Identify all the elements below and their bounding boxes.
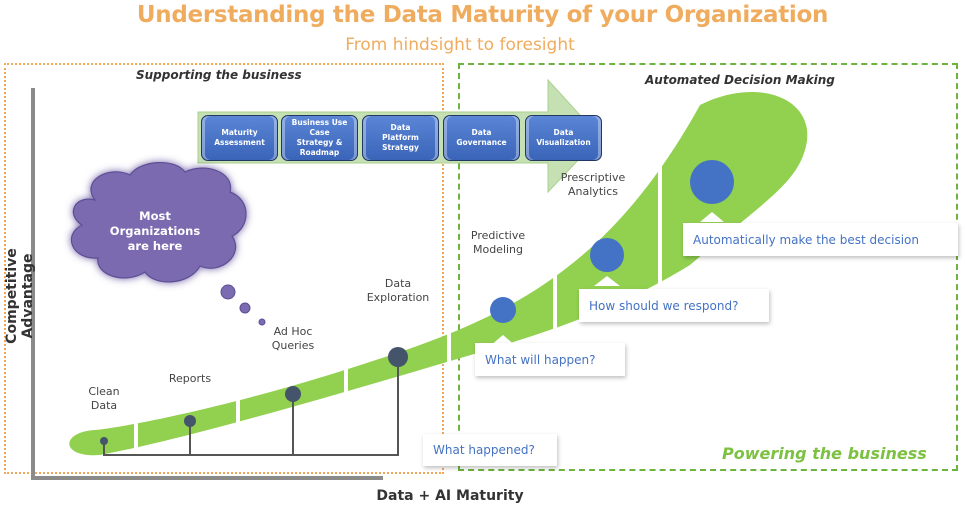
callout-automatically-decide: Automatically make the best decision	[683, 223, 958, 256]
callout-how-should-we-respond: How should we respond?	[579, 289, 769, 322]
stage-label-clean-data: Clean Data	[88, 385, 120, 412]
y-axis-label: Competitive Advantage	[4, 248, 36, 344]
callout-pointer	[594, 276, 620, 286]
step-data-platform-strategy: Data Platform Strategy	[362, 115, 439, 161]
thought-bubble-large	[220, 284, 236, 300]
stage-dot-clean-data	[100, 437, 108, 445]
zone-right-label: Automated Decision Making	[645, 73, 835, 87]
stage-dot-exploration	[388, 347, 408, 367]
stage-dot-ad-hoc	[285, 386, 301, 402]
stage-label-data-exploration: Data Exploration	[366, 277, 430, 304]
callout-what-will-happen: What will happen?	[475, 343, 625, 376]
stage-dot-predictive	[490, 297, 516, 323]
powering-business-label: Powering the business	[722, 444, 927, 463]
stage-label-reports: Reports	[168, 372, 212, 385]
thought-bubble-medium	[239, 302, 251, 314]
cloud-shape	[70, 161, 247, 283]
zone-left-label: Supporting the business	[136, 68, 302, 82]
thought-bubble-small	[258, 318, 266, 326]
x-axis-label: Data + AI Maturity	[376, 488, 524, 504]
stage-dot-automated	[690, 160, 734, 204]
zone-supporting-business	[4, 63, 444, 474]
cloud-text: Most Organizations are here	[109, 209, 201, 253]
step-data-visualization: Data Visualization	[525, 115, 602, 161]
y-axis	[31, 88, 35, 480]
curve-separators	[134, 150, 662, 450]
callout-what-happened: What happened?	[423, 434, 557, 466]
step-maturity-assessment: Maturity Assessment	[201, 115, 278, 161]
stage-dot-reports	[184, 415, 196, 427]
step-use-case-strategy: Business Use Case Strategy & Roadmap	[281, 115, 358, 161]
zone-automated-decision	[458, 63, 958, 471]
stage-dot-prescriptive	[590, 238, 624, 272]
stage-label-prescriptive-analytics: Prescriptive Analytics	[560, 171, 626, 198]
step-data-governance: Data Governance	[443, 115, 520, 161]
stage-label-predictive-modeling: Predictive Modeling	[470, 229, 526, 256]
callout-pointer	[700, 212, 724, 222]
page-title: Understanding the Data Maturity of your …	[136, 2, 829, 28]
stage-label-ad-hoc-queries: Ad Hoc Queries	[271, 325, 315, 352]
page-subtitle: From hindsight to foresight	[345, 35, 575, 55]
x-axis-line	[31, 476, 383, 480]
